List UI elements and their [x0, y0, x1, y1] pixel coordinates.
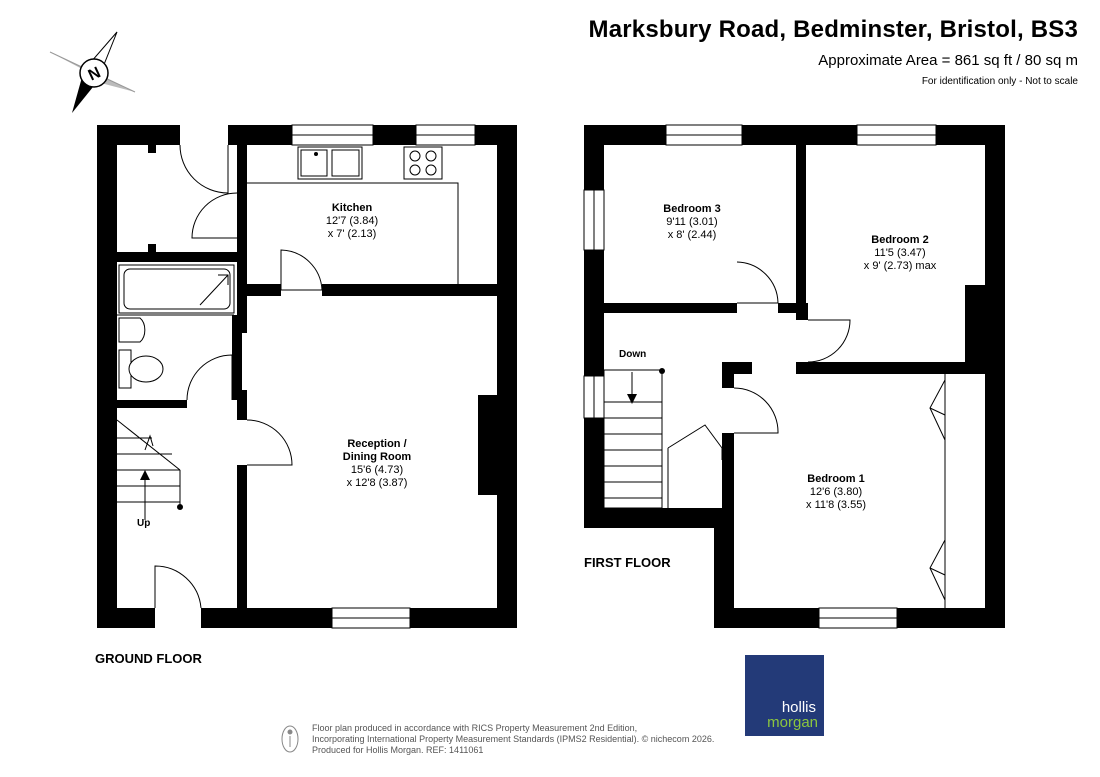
room-name: Kitchen: [331, 202, 373, 214]
property-address-title: Marksbury Road, Bedminster, Bristol, BS3: [588, 16, 1078, 43]
room-dimension: 12'7 (3.84): [325, 215, 379, 227]
room-dimension: x 8' (2.44): [667, 229, 717, 241]
room-kitchen: Kitchen 12'7 (3.84) x 7' (2.13): [326, 202, 378, 241]
room-dimension: x 12'8 (3.87): [346, 477, 408, 489]
room-dimension: x 9' (2.73) max: [863, 260, 937, 272]
ground-floor-label: GROUND FLOOR: [95, 651, 202, 666]
room-bedroom-3: Bedroom 3 9'11 (3.01) x 8' (2.44): [663, 203, 720, 242]
room-dimension: 12'6 (3.80): [809, 486, 863, 498]
room-dimension: 11'5 (3.47): [874, 247, 926, 259]
ground-floor-plan: [97, 124, 517, 629]
approximate-area: Approximate Area = 861 sq ft / 80 sq m: [818, 52, 1078, 69]
footer-line: Incorporating International Property Mea…: [312, 734, 715, 744]
logo-text: hollis: [781, 699, 816, 716]
footer-line: Floor plan produced in accordance with R…: [312, 723, 638, 733]
logo-text: morgan: [767, 714, 818, 731]
room-name: Reception /: [347, 438, 407, 450]
room-dimension: x 11'8 (3.55): [806, 499, 866, 511]
room-name: Bedroom 3: [663, 203, 721, 215]
room-name: Bedroom 2: [871, 234, 929, 246]
first-floor-plan: [583, 124, 1005, 629]
room-bedroom-1: Bedroom 1 12'6 (3.80) x 11'8 (3.55): [806, 473, 866, 512]
stairs-up-label: Up: [137, 518, 151, 529]
north-arrow-icon: N: [49, 31, 136, 113]
first-floor-label: FIRST FLOOR: [584, 555, 671, 570]
footer-line: Produced for Hollis Morgan. REF: 1411061: [312, 745, 484, 755]
room-name: Bedroom 1: [807, 473, 865, 485]
room-name: Dining Room: [342, 451, 412, 463]
hollis-morgan-logo: hollis morgan: [745, 655, 824, 736]
stairs-down-label: Down: [619, 349, 647, 360]
room-dimension: 15'6 (4.73): [350, 464, 404, 476]
person-icon: [281, 725, 299, 753]
room-dimension: x 7' (2.13): [327, 228, 377, 240]
room-reception: Reception / Dining Room 15'6 (4.73) x 12…: [343, 438, 411, 490]
footer-credits: Floor plan produced in accordance with R…: [312, 723, 714, 756]
room-dimension: 9'11 (3.01): [666, 216, 718, 228]
disclaimer-note: For identification only - Not to scale: [921, 76, 1078, 87]
room-bedroom-2: Bedroom 2 11'5 (3.47) x 9' (2.73) max: [864, 234, 936, 273]
